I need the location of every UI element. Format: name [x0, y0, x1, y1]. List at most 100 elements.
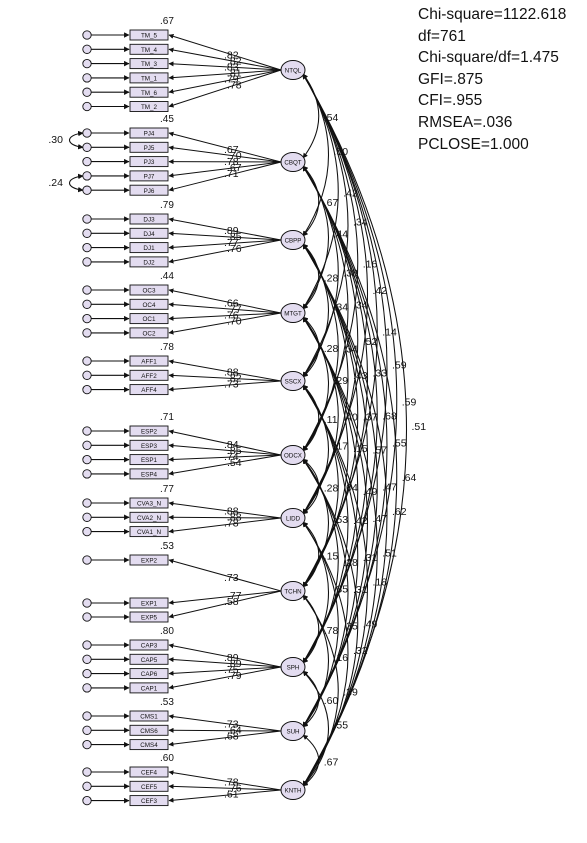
- correlation-value-mtgt-knth: .51: [382, 548, 397, 560]
- correlation-value-cbqt-suh: .55: [392, 438, 407, 450]
- indicator-label-tm_3: TM_3: [141, 61, 158, 68]
- error-term-dj4: [83, 229, 91, 237]
- indicator-label-esp4: ESP4: [141, 472, 158, 479]
- error-term-pj7: [83, 172, 91, 180]
- fit-chi-square: Chi-square=1122.618: [418, 4, 586, 26]
- correlation-value-cbqt-cbpp: .67: [324, 197, 339, 209]
- indicator-label-cef3: CEF3: [141, 798, 158, 805]
- latent-label-sscx: SSCX: [285, 378, 302, 385]
- error-term-cva1_n: [83, 527, 91, 535]
- error-term-esp4: [83, 470, 91, 478]
- error-term-exp5: [83, 613, 91, 621]
- indicator-label-cva3_n: CVA3_N: [137, 501, 161, 508]
- indicator-label-cms6: CMS6: [140, 728, 158, 735]
- correlation-value-cbqt-sscx: .38: [343, 268, 358, 280]
- indicator-label-pj6: PJ6: [144, 188, 155, 195]
- indicator-label-cva1_n: CVA1_N: [137, 529, 161, 536]
- correlation-value-cbpp-sscx: .34: [334, 302, 349, 314]
- correlation-value-mtgt-sph: .49: [363, 486, 378, 498]
- correlation-value-ntql-tchn: .14: [382, 327, 397, 339]
- indicator-label-cva2_n: CVA2_N: [137, 515, 161, 522]
- error-term-oc1: [83, 314, 91, 322]
- correlation-value-lidd-tchn: .15: [324, 551, 339, 563]
- indicator-label-exp5: EXP5: [141, 615, 158, 622]
- indicator-label-oc1: OC1: [143, 316, 156, 323]
- correlation-arc-suh-knth: [303, 735, 319, 786]
- error-covariance-arc-1: [70, 133, 84, 147]
- indicator-label-oc4: OC4: [143, 302, 156, 309]
- latent-label-lidd: LIDD: [286, 515, 301, 522]
- correlation-arc-odcx-lidd: [303, 459, 319, 514]
- correlation-value-suh-knth: .67: [324, 757, 339, 769]
- r-squared-cbqt: .45: [160, 114, 174, 125]
- r-squared-mtgt: .44: [160, 271, 174, 282]
- correlation-value-odcx-tchn: .53: [334, 514, 349, 526]
- variable-nodes: TM_5TM_4TM_3TM_1TM_6TM_2NTQLPJ4PJ5PJ3PJ7…: [83, 30, 305, 806]
- error-term-dj3: [83, 215, 91, 223]
- correlation-value-tchn-suh: .16: [334, 652, 349, 664]
- error-term-tm_5: [83, 31, 91, 39]
- error-term-cef5: [83, 782, 91, 790]
- indicator-label-esp2: ESP2: [141, 429, 158, 436]
- loading-value-cef3: .61: [224, 788, 239, 800]
- correlation-value-sscx-sph: .42: [353, 515, 368, 527]
- correlation-value-mtgt-lidd: .40: [343, 412, 358, 424]
- loading-paths: [91, 35, 281, 801]
- correlation-value-cbqt-mtgt: .44: [334, 229, 349, 241]
- latent-label-odcx: ODCX: [284, 452, 302, 459]
- correlation-value-cbqt-odcx: .34: [353, 300, 368, 312]
- loading-value-tm_2: .78: [227, 79, 242, 91]
- indicator-label-cap5: CAP5: [141, 657, 158, 664]
- correlation-value-sph-knth: .55: [334, 720, 349, 732]
- loading-value-exp5: .58: [224, 596, 239, 608]
- indicator-label-oc2: OC2: [143, 331, 156, 338]
- error-term-exp2: [83, 556, 91, 564]
- correlation-value-mtgt-tchn: .15: [353, 443, 368, 455]
- error-term-cap6: [83, 669, 91, 677]
- indicator-label-esp3: ESP3: [141, 443, 158, 450]
- r-squared-sph: .80: [160, 626, 174, 637]
- error-term-pj4: [83, 129, 91, 137]
- loading-value-oc2: .70: [227, 315, 242, 327]
- fit-gfi: GFI=.875: [418, 69, 586, 91]
- error-term-oc4: [83, 300, 91, 308]
- correlation-value-cbqt-tchn: .33: [373, 368, 388, 380]
- indicator-label-dj2: DJ2: [143, 260, 155, 267]
- indicator-label-dj3: DJ3: [143, 217, 155, 224]
- error-term-cap5: [83, 655, 91, 663]
- latent-label-mtgt: MTGT: [284, 310, 302, 317]
- correlation-value-cbpp-sph: .57: [373, 445, 388, 457]
- indicator-label-cap3: CAP3: [141, 643, 158, 650]
- correlation-value-cbqt-lidd: .52: [363, 336, 378, 348]
- latent-label-ntql: NTQL: [285, 67, 302, 74]
- error-covariance-value-1: .30: [48, 134, 63, 146]
- indicator-label-oc3: OC3: [143, 288, 156, 295]
- error-term-pj6: [83, 186, 91, 194]
- latent-label-tchn: TCHN: [284, 588, 301, 595]
- indicator-label-pj4: PJ4: [144, 131, 155, 138]
- error-term-dj1: [83, 243, 91, 251]
- indicator-label-tm_4: TM_4: [141, 47, 158, 54]
- correlation-value-sscx-lidd: .17: [334, 441, 349, 453]
- correlation-value-tchn-knth: .39: [343, 687, 358, 699]
- indicator-label-tm_2: TM_2: [141, 104, 158, 111]
- error-term-esp3: [83, 441, 91, 449]
- loading-value-dj2: .76: [227, 243, 242, 255]
- correlation-value-ntql-sscx: .34: [353, 217, 368, 229]
- error-term-oc2: [83, 329, 91, 337]
- error-term-tm_3: [83, 59, 91, 67]
- error-term-esp1: [83, 455, 91, 463]
- correlation-value-sscx-odcx: .11: [324, 414, 338, 426]
- r-squared-suh: .53: [160, 697, 174, 708]
- latent-label-knth: KNTH: [285, 787, 302, 794]
- correlation-value-mtgt-suh: .47: [373, 513, 388, 525]
- error-term-cms4: [83, 740, 91, 748]
- error-term-pj3: [83, 157, 91, 165]
- loading-value-cms4: .68: [224, 731, 239, 743]
- error-term-cef4: [83, 768, 91, 776]
- loading-value-cva1_n: .78: [224, 518, 239, 530]
- fit-rmsea: RMSEA=.036: [418, 112, 586, 134]
- indicator-label-aff2: AFF2: [141, 373, 157, 380]
- error-term-cap1: [83, 684, 91, 692]
- indicator-label-aff1: AFF1: [141, 359, 157, 366]
